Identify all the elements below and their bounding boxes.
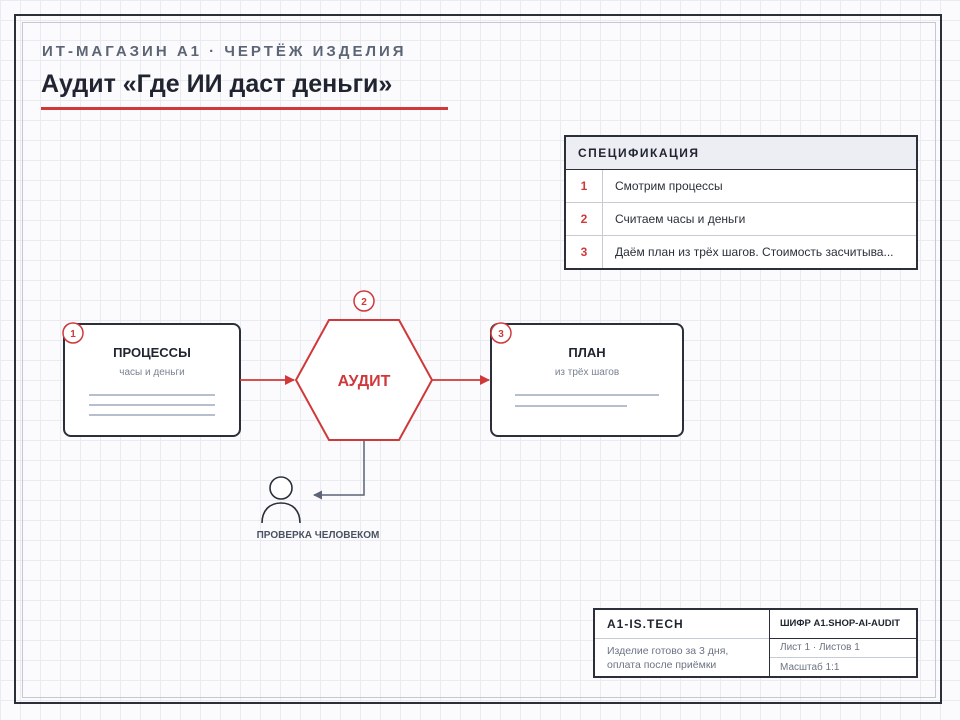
node-processes-marker: 1 (70, 329, 76, 340)
node-audit-title: АУДИТ (338, 373, 391, 390)
node-processes-marker-circle (62, 322, 84, 344)
node-plan-title: ПЛАН (568, 345, 605, 360)
spec-row-number: 2 (566, 203, 603, 235)
spec-row-number: 1 (566, 170, 603, 202)
node-audit-marker: 2 (361, 297, 367, 308)
node-processes-subtitle: часы и деньги (119, 367, 184, 378)
page-title: Аудит «Где ИИ даст деньги» (41, 70, 393, 98)
spec-row: 3 Даём план из трёх шагов. Стоимость зас… (566, 236, 916, 268)
spec-row: 2 Считаем часы и деньги (566, 203, 916, 236)
spec-table: СПЕЦИФИКАЦИЯ 1 Смотрим процессы 2 Считае… (564, 135, 918, 270)
title-block-code: ШИФР A1.SHOP-AI-AUDIT (770, 610, 916, 639)
human-check-label: ПРОВЕРКА ЧЕЛОВЕКОМ (257, 530, 380, 541)
node-human-check: ПРОВЕРКА ЧЕЛОВЕКОМ (257, 476, 380, 541)
node-audit-hexagon (294, 319, 434, 441)
title-block-sheet: Лист 1 · Листов 1 (770, 639, 916, 658)
title-underline (41, 107, 448, 110)
node-audit-marker-circle (353, 290, 375, 312)
spec-heading: СПЕЦИФИКАЦИЯ (566, 137, 916, 170)
node-processes-box (63, 323, 241, 437)
arrow-audit-to-human-check (313, 440, 365, 500)
drawing-frame-outer (14, 14, 942, 704)
node-plan: 3 ПЛАН из трёх шагов (490, 322, 684, 437)
node-plan-subtitle: из трёх шагов (555, 367, 619, 378)
spec-row-number: 3 (566, 236, 603, 268)
spec-row: 1 Смотрим процессы (566, 170, 916, 203)
node-audit: 2 АУДИТ (294, 290, 434, 441)
header-kicker: ИТ-МАГАЗИН А1 · ЧЕРТЁЖ ИЗДЕЛИЯ (42, 43, 407, 60)
node-processes: 1 ПРОЦЕССЫ часы и деньги (62, 322, 241, 437)
title-block-scale: Масштаб 1:1 (780, 662, 840, 673)
title-block-note-line: оплата после приёмки (607, 659, 717, 671)
drawing-frame-inner (22, 22, 936, 698)
node-plan-marker-circle (490, 322, 512, 344)
node-plan-box (490, 323, 684, 437)
title-block: A1-IS.TECH Изделие готово за 3 дня, опла… (593, 608, 918, 678)
person-icon (261, 476, 301, 524)
node-plan-marker: 3 (498, 329, 504, 340)
title-block-note-line: Изделие готово за 3 дня, (607, 645, 729, 657)
title-block-brand: A1-IS.TECH (595, 610, 769, 639)
node-processes-title: ПРОЦЕССЫ (113, 345, 191, 360)
